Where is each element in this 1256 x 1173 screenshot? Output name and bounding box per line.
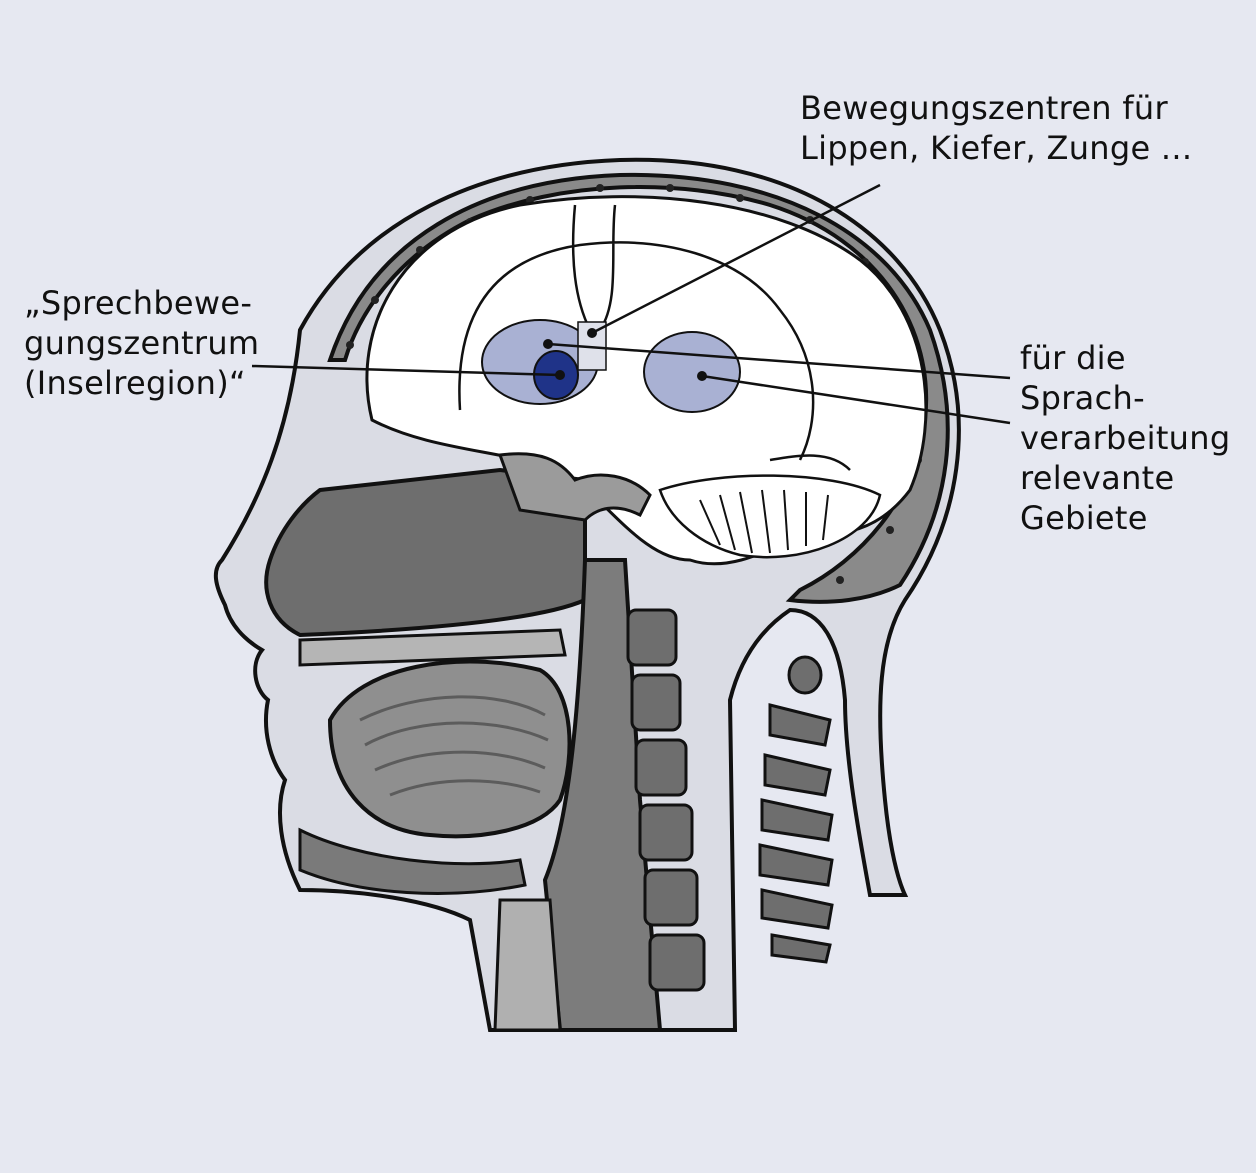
label-line: gungszentrum bbox=[24, 323, 259, 363]
label-line: Lippen, Kiefer, Zunge ... bbox=[800, 128, 1192, 168]
label-movement-centers: Bewegungszentren für Lippen, Kiefer, Zun… bbox=[800, 88, 1192, 168]
tongue bbox=[330, 662, 570, 837]
label-line: „Sprechbewe- bbox=[24, 283, 259, 323]
trachea bbox=[495, 900, 560, 1030]
label-speech-motor-center: „Sprechbewe- gungszentrum (Inselregion)“ bbox=[24, 283, 259, 403]
spinous-processes bbox=[760, 657, 832, 962]
label-line: für die bbox=[1020, 338, 1230, 378]
label-language-areas: für die Sprach- verarbeitung relevante G… bbox=[1020, 338, 1230, 538]
language-processing-region bbox=[644, 332, 740, 412]
label-line: Sprach- bbox=[1020, 378, 1230, 418]
label-line: Gebiete bbox=[1020, 498, 1230, 538]
label-line: Bewegungszentren für bbox=[800, 88, 1192, 128]
label-line: (Inselregion)“ bbox=[24, 363, 259, 403]
label-line: verarbeitung bbox=[1020, 418, 1230, 458]
label-line: relevante bbox=[1020, 458, 1230, 498]
